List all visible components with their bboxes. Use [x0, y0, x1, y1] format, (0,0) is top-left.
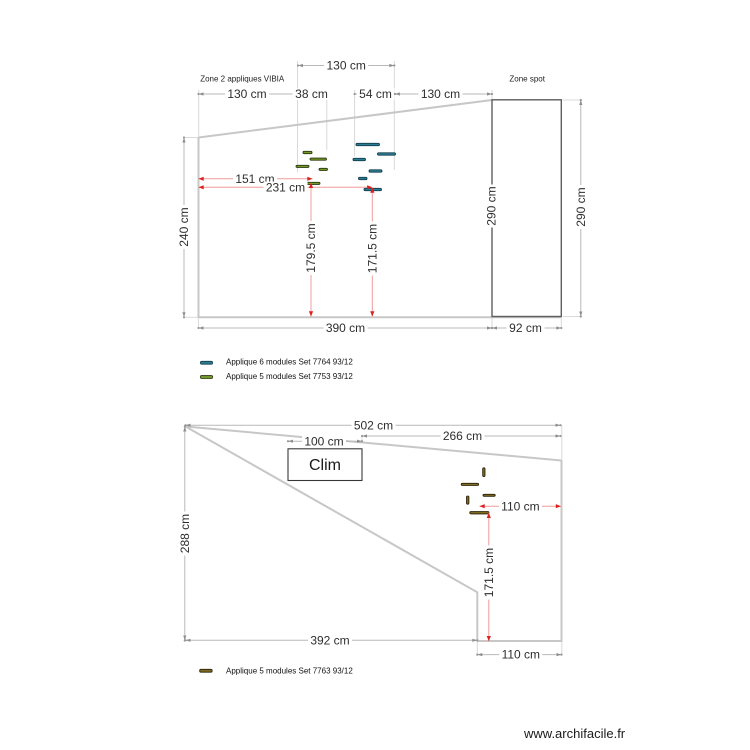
- svg-text:110 cm: 110 cm: [501, 499, 539, 513]
- svg-text:231 cm: 231 cm: [266, 180, 305, 194]
- svg-text:110 cm: 110 cm: [502, 648, 540, 662]
- svg-text:54 cm: 54 cm: [359, 87, 392, 101]
- svg-text:Clim: Clim: [309, 457, 341, 474]
- svg-text:171.5 cm: 171.5 cm: [482, 548, 496, 597]
- svg-text:Zone spot: Zone spot: [509, 74, 545, 83]
- svg-text:100 cm: 100 cm: [304, 434, 343, 448]
- svg-text:390 cm: 390 cm: [326, 321, 365, 335]
- svg-text:290 cm: 290 cm: [485, 186, 499, 225]
- svg-text:130 cm: 130 cm: [227, 87, 266, 101]
- svg-text:Applique 5 modules Set 7753 93: Applique 5 modules Set 7753 93/12: [226, 372, 353, 381]
- svg-text:502 cm: 502 cm: [354, 418, 393, 432]
- svg-text:266 cm: 266 cm: [443, 429, 482, 443]
- svg-text:288 cm: 288 cm: [178, 514, 192, 553]
- svg-text:Applique 6 modules Set 7764 93: Applique 6 modules Set 7764 93/12: [226, 358, 353, 367]
- svg-text:Zone 2 appliques VIBIA: Zone 2 appliques VIBIA: [200, 74, 285, 83]
- svg-text:92 cm: 92 cm: [509, 321, 542, 335]
- svg-text:240 cm: 240 cm: [177, 207, 191, 246]
- svg-text:290 cm: 290 cm: [574, 187, 588, 226]
- svg-text:Applique 5 modules Set 7763 93: Applique 5 modules Set 7763 93/12: [226, 667, 353, 676]
- svg-text:130 cm: 130 cm: [326, 59, 365, 73]
- svg-text:www.archifacile.fr: www.archifacile.fr: [523, 726, 626, 741]
- svg-text:130 cm: 130 cm: [421, 87, 460, 101]
- svg-text:179.5 cm: 179.5 cm: [304, 223, 318, 272]
- svg-text:392 cm: 392 cm: [310, 633, 349, 647]
- svg-text:171.5 cm: 171.5 cm: [365, 224, 379, 273]
- svg-text:38 cm: 38 cm: [295, 87, 328, 101]
